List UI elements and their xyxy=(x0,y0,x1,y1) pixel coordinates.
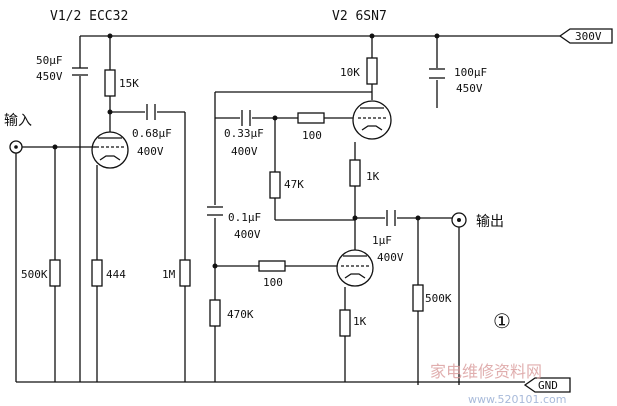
input-terminal-icon xyxy=(9,140,23,154)
resistor-47k xyxy=(269,171,281,199)
cap-068uf-symbol xyxy=(146,104,156,120)
resistor-470k-label: 470K xyxy=(227,308,254,321)
cap-1uf-symbol xyxy=(386,210,396,226)
gnd-flag-icon xyxy=(523,377,571,393)
cap-1uf-value: 1μF xyxy=(372,234,392,247)
wires xyxy=(15,35,560,385)
cap-50uf-value: 50μF xyxy=(36,54,63,67)
cap-50uf-symbol xyxy=(72,67,88,76)
resistor-100-upper-label: 100 xyxy=(302,129,322,142)
cap-068uf-value: 0.68μF xyxy=(132,127,172,140)
resistor-470k xyxy=(209,299,221,327)
resistor-1m xyxy=(179,259,191,287)
resistor-10k xyxy=(366,57,378,85)
resistor-100-upper xyxy=(297,112,325,124)
resistor-100-lower xyxy=(258,260,286,272)
resistor-1k-upper-label: 1K xyxy=(366,170,380,183)
gnd-label: GND xyxy=(538,379,558,392)
output-terminal-icon xyxy=(451,212,467,228)
cap-068uf-voltage: 400V xyxy=(137,145,164,158)
resistor-444 xyxy=(91,259,103,287)
tube-v2-lower xyxy=(336,249,374,287)
resistor-1k-upper xyxy=(349,159,361,187)
tube-v1 xyxy=(91,131,129,169)
resistor-100-lower-label: 100 xyxy=(263,276,283,289)
input-label: 输入 xyxy=(4,113,32,129)
cap-033uf-value: 0.33μF xyxy=(224,127,264,140)
cap-033uf-symbol xyxy=(241,110,251,126)
resistor-47k-label: 47K xyxy=(284,178,304,191)
resistor-500k-input-label: 500K xyxy=(21,268,48,281)
resistors xyxy=(49,57,424,337)
tube-v2-label: V2 6SN7 xyxy=(332,9,387,24)
figure-number: ① xyxy=(493,309,511,333)
resistor-1k-lower-label: 1K xyxy=(353,315,367,328)
cap-100uf-value: 100μF xyxy=(454,66,487,79)
cap-1uf-voltage: 400V xyxy=(377,251,404,264)
resistor-1m-label: 1M xyxy=(162,268,176,281)
tube-v2-upper xyxy=(352,100,392,140)
cap-01uf-voltage: 400V xyxy=(234,228,261,241)
cap-033uf-voltage: 400V xyxy=(231,145,258,158)
output-label: 输出 xyxy=(476,214,504,230)
watermark-title: 家电维修资料网 xyxy=(430,362,542,381)
cap-100uf-symbol xyxy=(429,68,445,79)
b-plus-flag-icon xyxy=(558,28,613,44)
resistor-500k-output xyxy=(412,284,424,312)
resistor-500k-output-label: 500K xyxy=(425,292,452,305)
resistor-15k xyxy=(104,69,116,97)
cap-50uf-voltage: 450V xyxy=(36,70,63,83)
capacitors xyxy=(72,67,445,226)
resistor-500k-input xyxy=(49,259,61,287)
cap-01uf-symbol xyxy=(207,205,223,218)
resistor-444-label: 444 xyxy=(106,268,126,281)
resistor-15k-label: 15K xyxy=(119,77,139,90)
junction-dots xyxy=(52,33,440,269)
cap-01uf-value: 0.1μF xyxy=(228,211,261,224)
resistor-1k-lower xyxy=(339,309,351,337)
resistor-10k-label: 10K xyxy=(340,66,360,79)
b-plus-label: 300V xyxy=(575,30,602,43)
tube-v1-label: V1/2 ECC32 xyxy=(50,9,128,24)
cap-100uf-voltage: 450V xyxy=(456,82,483,95)
watermark-url: www.520101.com xyxy=(468,393,566,406)
